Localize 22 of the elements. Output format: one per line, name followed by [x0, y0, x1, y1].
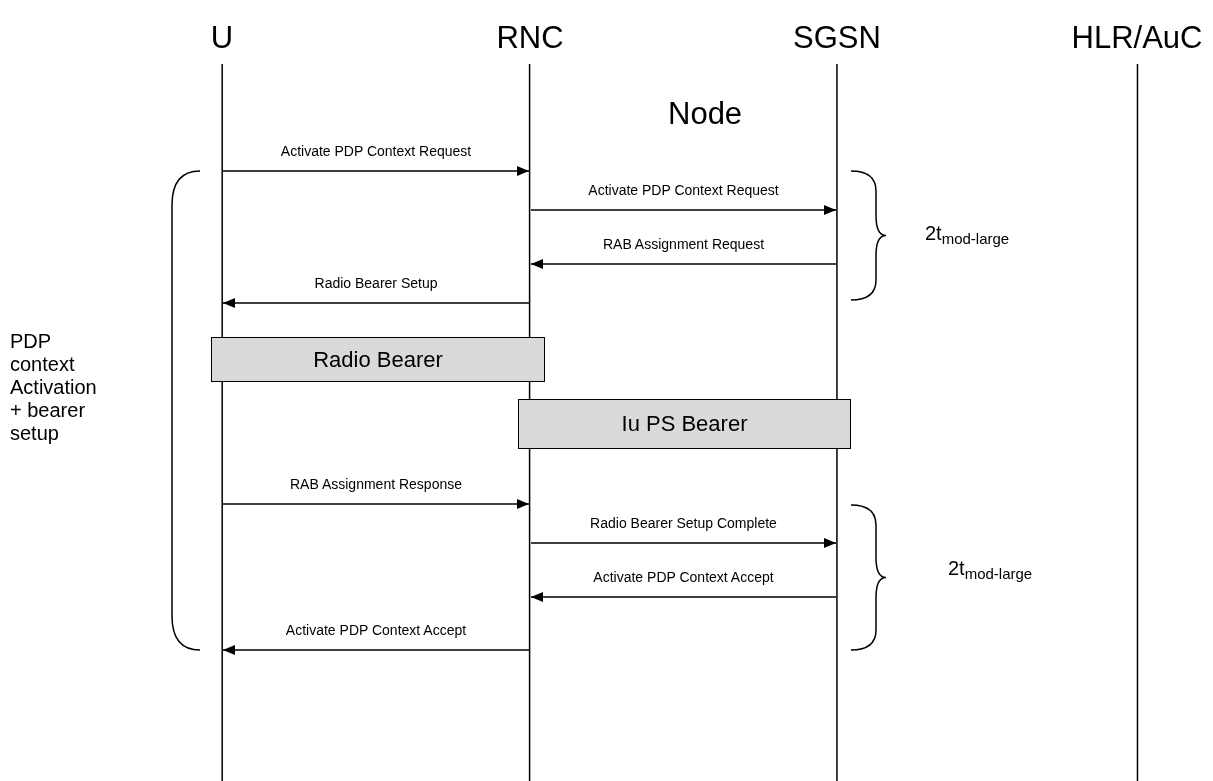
message-arrow — [222, 499, 530, 509]
duration-label: 2t$_{mod-large}$ — [948, 557, 1033, 582]
bearer-box: Radio Bearer — [211, 337, 545, 382]
message-arrow — [530, 538, 837, 548]
message-arrow — [222, 166, 530, 176]
node-label: Node — [668, 96, 743, 132]
edge-label: Radio Bearer Setup Complete — [588, 516, 779, 530]
edge-label: Activate PDP Context Accept — [591, 570, 776, 584]
participant-lifeline — [1071, 22, 1203, 781]
edge-label: Activate PDP Context Request — [278, 144, 474, 158]
duration-label: 2t$_{mod-large}$ — [925, 222, 1010, 247]
message-arrow — [530, 205, 837, 215]
message-arrow — [530, 259, 837, 269]
message-arrow — [222, 645, 530, 655]
bearer-box: Iu PS Bearer — [518, 399, 851, 449]
bracket-label: PDP context Activation + bearer setup — [10, 330, 98, 445]
message-arrow — [222, 298, 530, 308]
edge-label: RAB Assignment Response — [288, 477, 464, 491]
message-arrow — [530, 592, 837, 602]
edge-label: Activate PDP Context Request — [586, 183, 781, 197]
edge-label: Activate PDP Context Accept — [283, 623, 469, 637]
edge-label: Radio Bearer Setup — [312, 276, 440, 290]
